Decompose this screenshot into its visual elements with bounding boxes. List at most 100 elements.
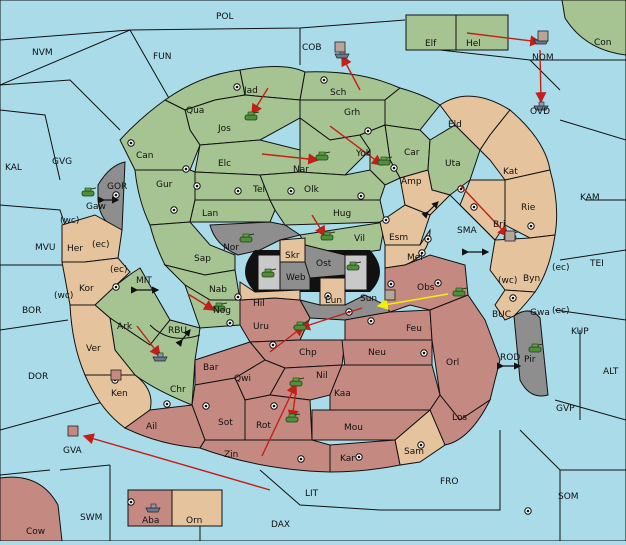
supply-center-dot [366,129,370,133]
tank-icon[interactable] [239,233,255,243]
territory-ver[interactable] [69,304,137,376]
label-olk: Olk [304,185,320,195]
label-yok: Yok [355,149,372,159]
supply-center-dot [228,321,232,325]
supply-center-dot [436,281,440,285]
territory-olk[interactable] [259,169,386,201]
units [67,30,549,513]
label-rot: Rot [256,421,271,431]
label-con: Con [594,38,612,48]
label-obs: Obs [417,283,435,293]
territory-hel[interactable] [455,14,509,51]
supply-center-dot [172,208,176,212]
label-mvu: MVU [35,243,56,253]
label-fun: FUN [153,52,172,62]
tank-icon[interactable] [261,268,277,278]
territory-hil[interactable] [239,281,301,301]
label-gur: Gur [156,180,173,190]
label-grh: Grh [344,108,360,118]
territory-orn[interactable] [171,489,223,527]
label-mel: Mel [407,253,423,263]
dislodged-unit-icon[interactable] [67,425,79,437]
tank-icon[interactable] [244,111,260,121]
tank-icon[interactable] [346,261,362,271]
territory-kar[interactable] [329,439,401,473]
territory-pir[interactable] [513,310,549,397]
label-gor: GOR [107,182,127,192]
supply-center-dot [384,218,388,222]
supply-center-dot [184,167,188,171]
supply-center-dot [165,402,169,406]
tank-icon[interactable] [289,377,305,387]
dislodged-unit-icon[interactable] [537,30,549,42]
territory-lake-east[interactable] [344,254,368,291]
tank-icon[interactable] [81,187,97,197]
supply-center-dot [357,455,361,459]
dislodged-unit-icon[interactable] [334,41,346,53]
tank-icon[interactable] [315,151,331,161]
label-can: Can [136,151,154,161]
territory-lan[interactable] [189,199,276,223]
territory-ost[interactable] [304,244,346,279]
territory-ail[interactable] [124,404,206,449]
territory-gwa[interactable] [494,289,536,321]
supply-center-dot [526,509,530,513]
territory-web[interactable] [279,261,311,291]
tank-icon[interactable] [320,231,336,241]
label-web: Web [286,273,306,283]
supply-center-dot [472,205,476,209]
label-coast-ec-byn: (ec) [552,263,570,273]
territory-nor[interactable] [209,221,302,256]
territory-sap[interactable] [149,221,236,276]
territory-neu[interactable] [341,339,433,369]
label-cow: Cow [26,527,45,537]
supply-center-dot [369,319,373,323]
territory-hug[interactable] [269,199,386,226]
dislodged-unit-icon[interactable] [110,369,122,381]
label-tei: TEI [589,259,604,269]
tank-icon[interactable] [212,302,228,312]
tank-icon[interactable] [452,287,468,297]
tank-icon[interactable] [528,343,544,353]
territory-rie[interactable] [504,169,558,239]
territory-kat[interactable] [479,109,551,181]
label-hil: Hil [253,299,265,309]
tank-icon[interactable] [377,156,393,166]
tank-icon[interactable] [285,413,301,423]
label-neu: Neu [368,348,386,358]
coast-labels: (wc) (ec) (ec) (wc) (wc) (ec) (ec) [54,216,570,316]
label-hug: Hug [333,209,351,219]
label-skr: Skr [285,251,300,261]
territory-cow[interactable] [0,476,63,542]
label-ken: Ken [111,389,128,399]
land-labels: Elf Hel Jad Sch Qua Jos Grh Eld Can Car … [67,39,550,526]
rbu-coastline [149,324,201,339]
territory-kaa[interactable] [329,364,441,411]
tank-icon[interactable] [293,321,309,331]
dislodged-unit-icon[interactable] [504,230,516,242]
supply-center-dot [422,351,426,355]
label-los: Los [452,413,467,423]
supply-center-dot [392,166,396,170]
label-aba: Aba [142,516,159,526]
territory-rot[interactable] [244,394,313,441]
sma-coastline [449,194,496,241]
territory-los[interactable] [429,394,492,446]
supply-center-dot [195,184,199,188]
territory-uru[interactable] [239,297,311,343]
dislodged-unit-icon[interactable] [384,289,396,301]
ship-icon[interactable] [533,101,549,111]
supply-center-dot [289,189,293,193]
territory-esm[interactable] [379,204,431,246]
label-rie: Rie [521,203,536,213]
supply-center-dot [114,285,118,289]
label-qua: Qua [186,106,204,116]
supply-center-dot [529,224,533,228]
ship-icon[interactable] [145,503,161,513]
territory-can[interactable] [119,99,201,171]
ship-icon[interactable] [152,352,168,362]
supply-center-dot [326,294,330,298]
territory-zin[interactable] [199,439,331,473]
